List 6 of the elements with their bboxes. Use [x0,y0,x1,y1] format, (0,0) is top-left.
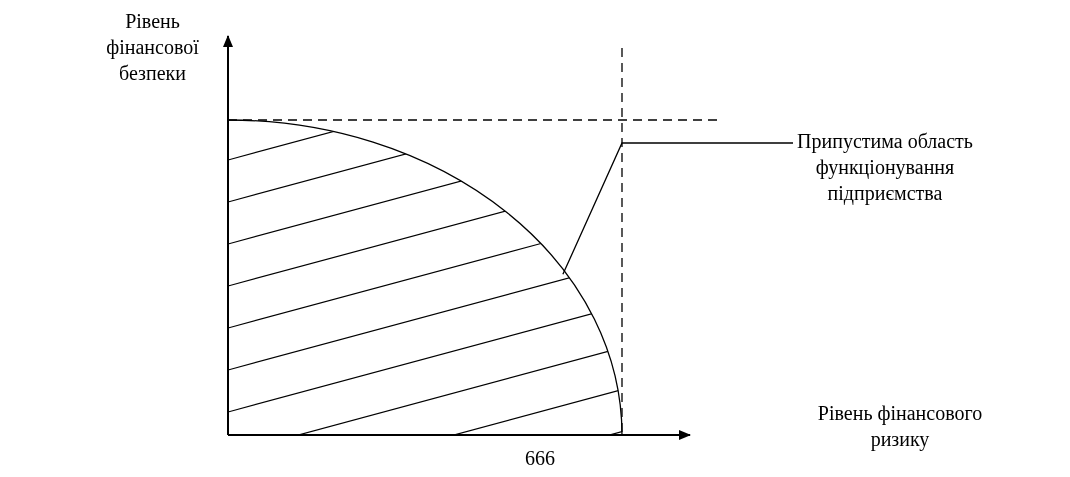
axis-label: Рівень фінансового ризику [816,401,984,452]
leader-line [562,142,794,275]
axis-label: Рівень фінансової безпеки [105,9,200,86]
axis-value: 666 [524,446,556,471]
hatched-area [228,120,622,435]
callout-text: Припустима область функціонування підприємства [770,128,1000,206]
